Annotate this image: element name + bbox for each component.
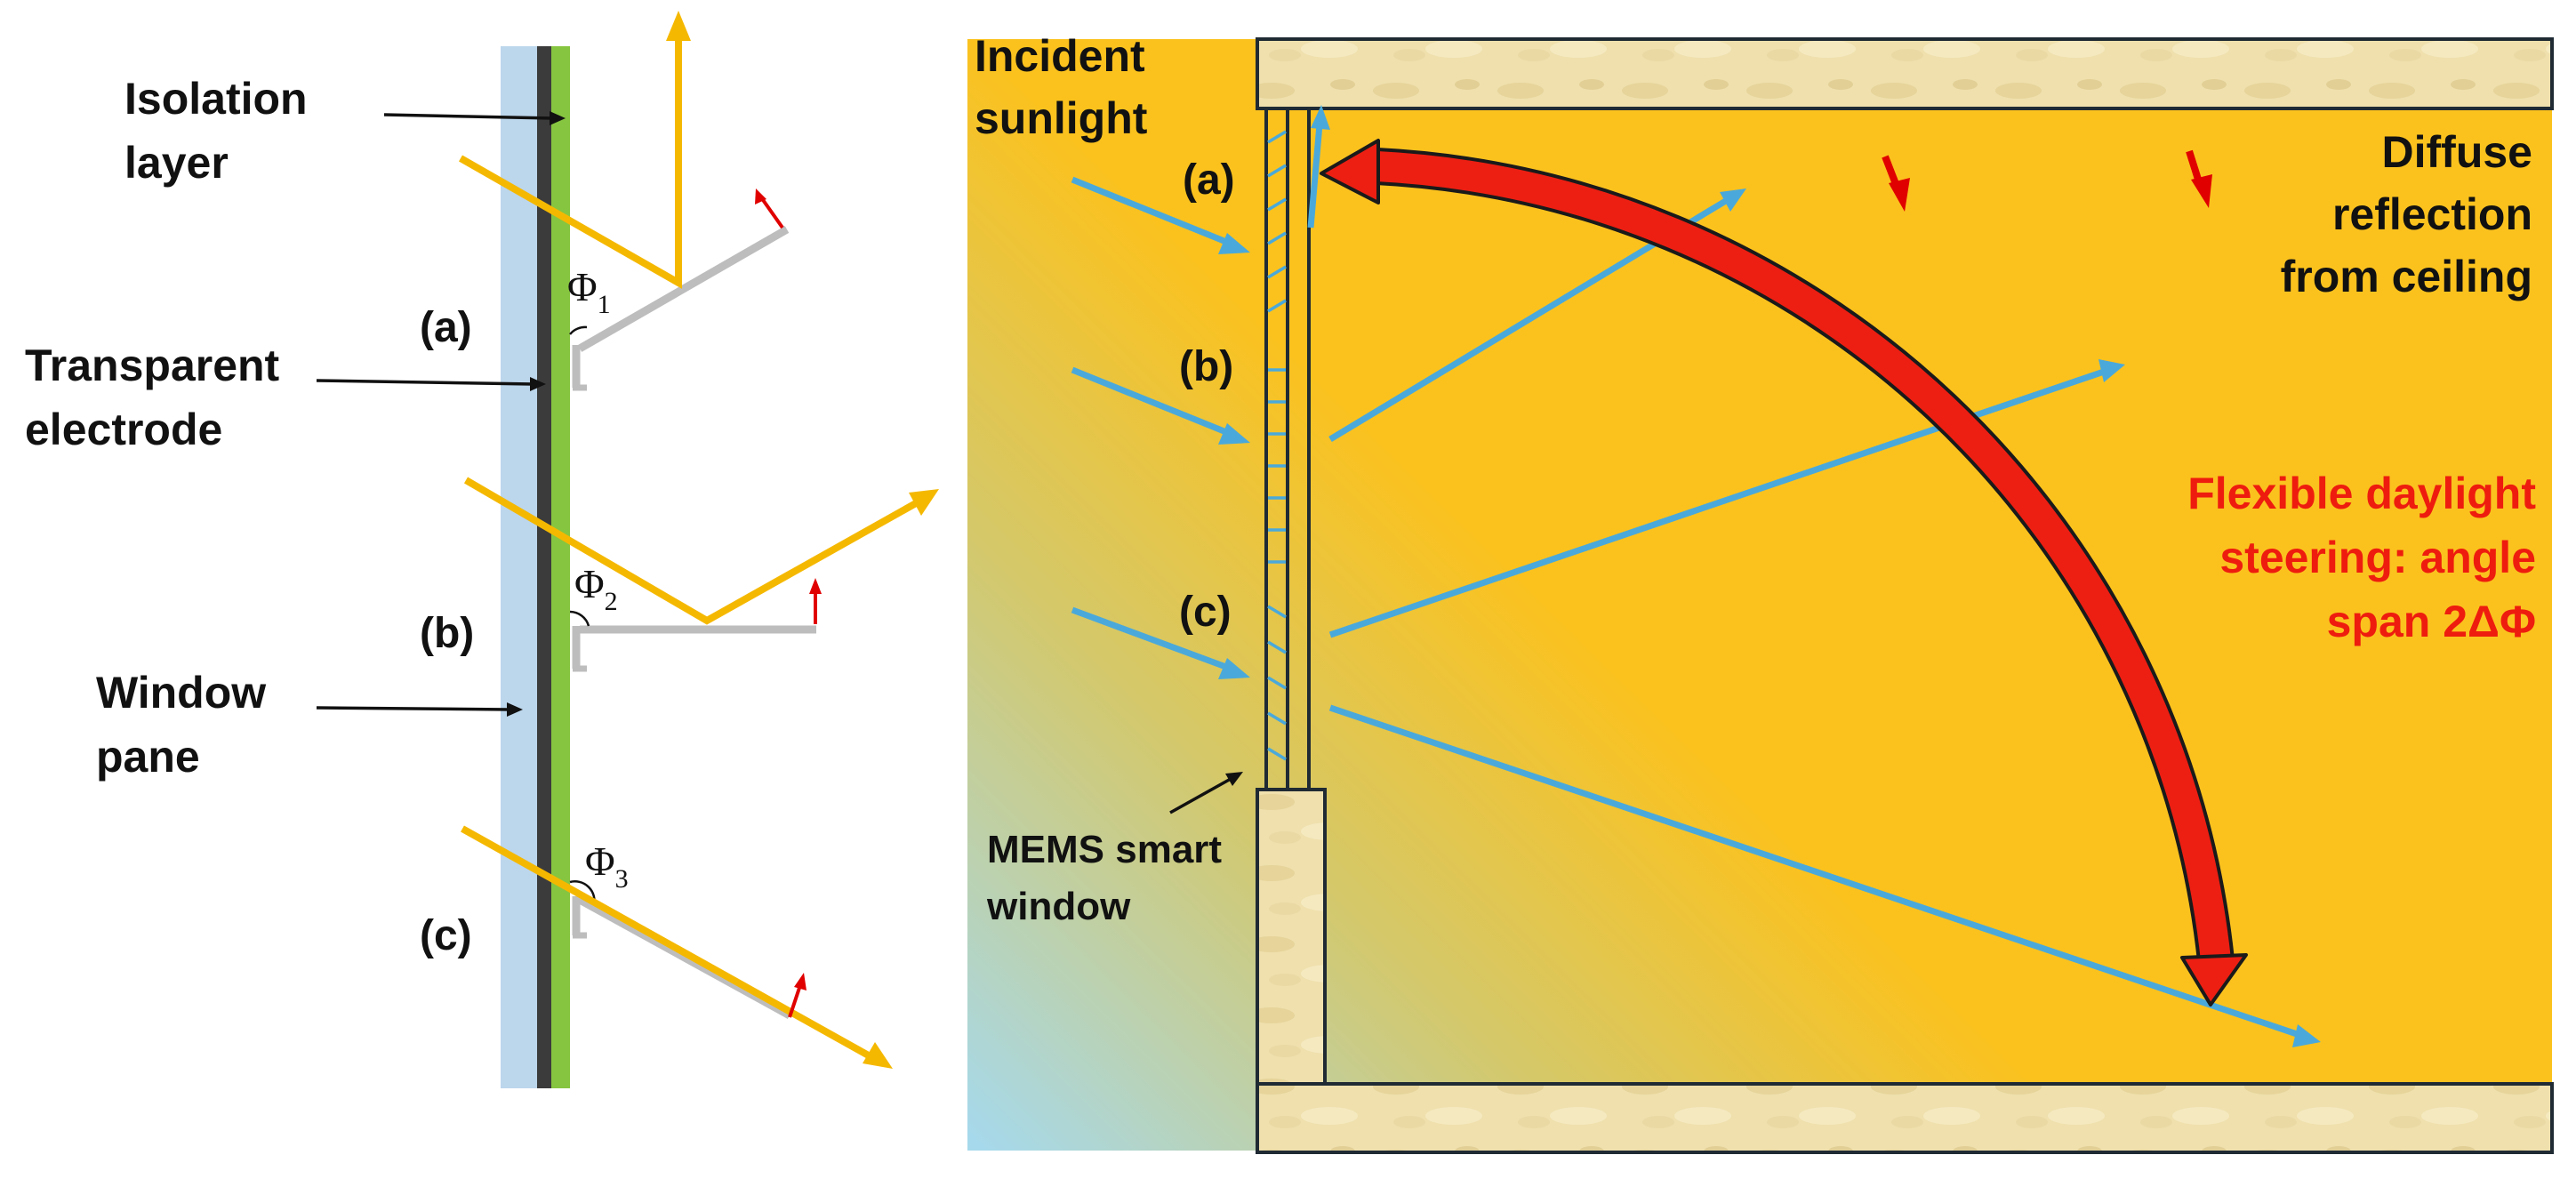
redirected-ray-c — [1328, 704, 2321, 1047]
window-stack — [501, 46, 570, 1088]
isolation-leader-arrow — [383, 111, 566, 125]
steering-label-line3: span 2ΔΦ — [2327, 597, 2536, 646]
mark-c-right: (c) — [1179, 589, 1232, 636]
diffuse-arrow-2 — [2186, 149, 2212, 208]
angle-phi-1: Φ1 — [567, 264, 611, 319]
sun-ray-a — [459, 11, 691, 289]
redirected-ray-a — [1307, 105, 1330, 229]
mirror-b — [569, 610, 816, 672]
incident-label-line1: Incident — [975, 31, 1145, 81]
mems-label-line2: window — [986, 885, 1131, 928]
angle-phi-3: Φ3 — [585, 838, 629, 894]
transparent-label-line1: Transparent — [25, 341, 280, 390]
diffuse-arrow-1 — [1882, 155, 1910, 212]
force-arrow-a — [755, 188, 784, 229]
mems-pointer-arrow — [1169, 772, 1243, 814]
wall-below-window — [1256, 788, 1327, 1086]
sun-ray-c — [461, 825, 893, 1069]
room-background — [967, 39, 2552, 1151]
window-label-line2: pane — [96, 732, 200, 782]
isolation-label-line2: layer — [124, 138, 229, 188]
force-arrow-b — [809, 578, 822, 624]
steering-span-arrow — [1320, 139, 2248, 1007]
incident-ray-c — [1071, 606, 1250, 679]
ceiling-slab — [1256, 37, 2554, 110]
incident-ray-b — [1071, 366, 1250, 445]
steering-label-line2: steering: angle — [2219, 533, 2536, 582]
left-panel: Isolation layer Transparent electrode Wi… — [25, 11, 939, 1088]
angle-phi-2: Φ2 — [574, 561, 618, 616]
mems-smart-window — [1264, 107, 1311, 791]
isolation-label-line1: Isolation — [124, 74, 308, 124]
electrode-leader-arrow — [316, 377, 546, 391]
floor-slab — [1256, 1082, 2554, 1154]
mems-label-line1: MEMS smart — [987, 828, 1222, 871]
mark-c-left: (c) — [420, 912, 472, 959]
diffuse-label-line1: Diffuse — [2382, 127, 2532, 177]
incident-label-line2: sunlight — [975, 93, 1148, 143]
incident-ray-a — [1071, 176, 1250, 254]
window-leader-arrow — [316, 702, 523, 717]
mark-a-right: (a) — [1183, 156, 1235, 204]
transparent-electrode — [537, 46, 551, 1088]
mirror-c — [569, 880, 792, 1019]
mark-b-left: (b) — [420, 610, 474, 657]
right-panel: Incident sunlight (a) (b) (c) Diffuse re… — [967, 31, 2554, 1154]
mirror-a — [569, 226, 790, 391]
mark-a-left: (a) — [420, 304, 472, 351]
steering-label-line1: Flexible daylight — [2187, 469, 2536, 518]
mark-b-right: (b) — [1179, 343, 1233, 390]
diffuse-label-line2: reflection — [2332, 189, 2532, 239]
window-pane — [501, 46, 540, 1088]
transparent-label-line2: electrode — [25, 405, 222, 454]
diffuse-label-line3: from ceiling — [2281, 252, 2532, 301]
sun-ray-b — [463, 477, 939, 625]
force-arrow-c — [788, 973, 807, 1018]
window-label-line1: Window — [96, 668, 266, 718]
isolation-layer — [551, 46, 570, 1088]
